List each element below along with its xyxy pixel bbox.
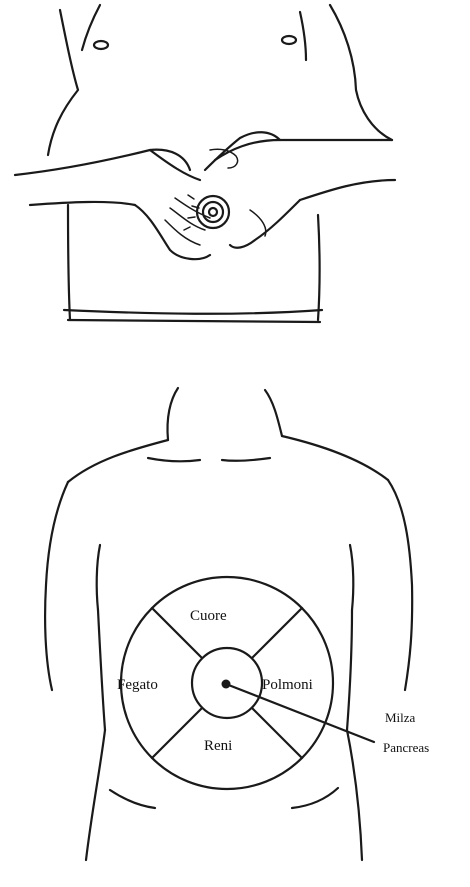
- hands-on-abdomen-illustration: [15, 5, 395, 322]
- torso-diagram: Cuore Fegato Polmoni Reni Milza Pancreas: [45, 388, 429, 860]
- zone-label-left: Fegato: [117, 677, 158, 693]
- zone-label-top: Cuore: [190, 608, 227, 624]
- zone-label-right: Polmoni: [262, 677, 313, 693]
- zone-label-bottom: Reni: [204, 738, 232, 754]
- callout-label-pancreas: Pancreas: [383, 740, 429, 755]
- callout-label-milza: Milza: [385, 710, 416, 725]
- zone-circle: [121, 577, 374, 789]
